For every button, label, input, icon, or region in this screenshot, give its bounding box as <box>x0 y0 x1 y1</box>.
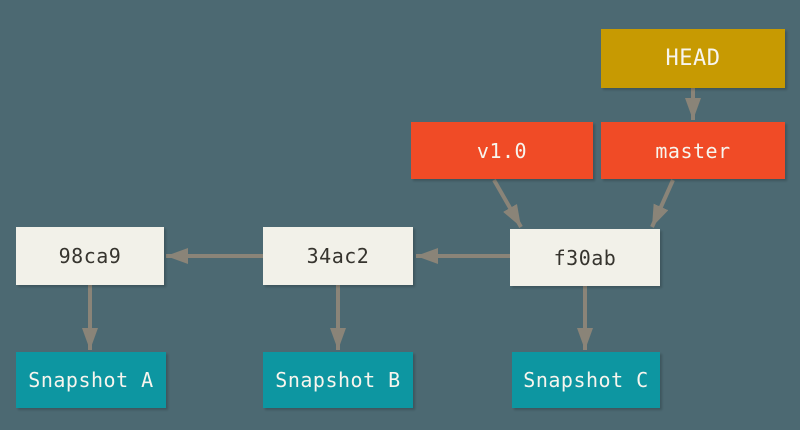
node-tag-v1-0: v1.0 <box>411 122 593 179</box>
node-commit-98ca9: 98ca9 <box>16 227 164 285</box>
node-snapshot-c: Snapshot C <box>512 352 660 408</box>
edge-v1-0-to-f30ab-arrow <box>492 179 523 228</box>
edge-master-to-f30ab-arrow <box>650 179 675 228</box>
node-snapshot-b: Snapshot B <box>263 352 413 408</box>
node-commit-f30ab: f30ab <box>510 229 660 286</box>
node-head: HEAD <box>601 29 785 88</box>
node-commit-34ac2: 34ac2 <box>263 227 413 285</box>
node-branch-master: master <box>601 122 785 179</box>
node-snapshot-a: Snapshot A <box>16 352 166 408</box>
